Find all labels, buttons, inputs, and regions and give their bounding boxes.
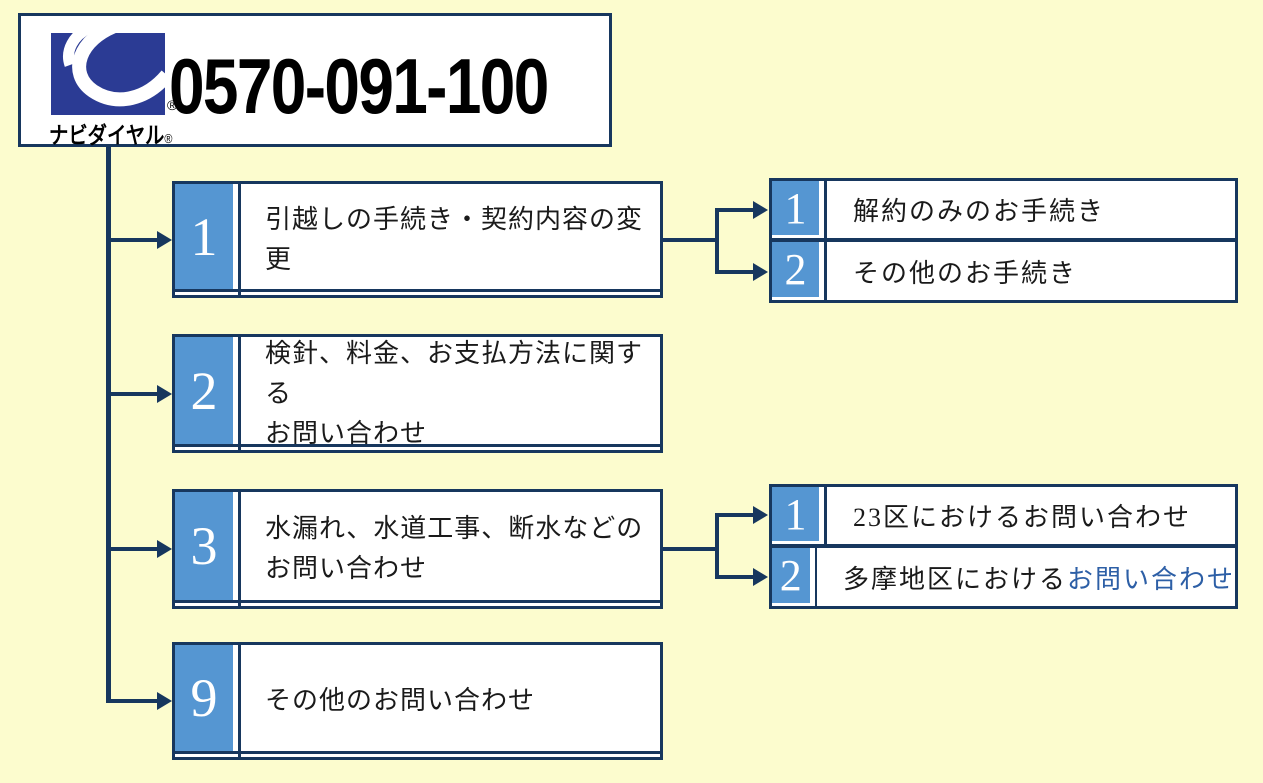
phone-number: 0570-091-100	[169, 42, 549, 130]
connector-branch-1	[108, 238, 159, 242]
submenu-3-2-key-badge: 2	[772, 548, 810, 603]
submenu-3-1-label: 23区におけるお問い合わせ	[853, 503, 1192, 532]
arrow-right-icon	[753, 568, 768, 586]
registered-mark: ®	[164, 131, 173, 146]
arrow-right-icon	[753, 506, 768, 524]
submenu-1-1-box: 1 解約のみのお手続き	[772, 181, 1235, 238]
submenu-3-2-box: 2 多摩地区におけるお問い合わせ	[772, 548, 1235, 606]
connector-1-split	[715, 208, 719, 274]
connector-trunk-line	[106, 147, 111, 703]
connector-branch-3	[108, 547, 159, 551]
submenu-3-1-key-badge: 1	[772, 487, 819, 541]
submenu-option-1-group: 1 解約のみのお手続き 2 その他のお手続き	[769, 178, 1238, 303]
cell-divider	[824, 487, 827, 544]
connector-3-split	[715, 513, 719, 579]
submenu-1-1-key-badge: 1	[772, 181, 819, 235]
menu-option-9-key-badge: 9	[175, 645, 233, 751]
arrow-right-icon	[753, 263, 768, 281]
menu-option-3-box: 3 水漏れ、水道工事、断水などの お問い合わせ	[172, 489, 663, 609]
arrow-right-icon	[753, 201, 768, 219]
menu-option-2-box: 2 検針、料金、お支払方法に関する お問い合わせ	[172, 334, 663, 453]
cell-divider	[824, 242, 827, 300]
navidial-logo-text: ナビダイヤル®	[49, 122, 173, 148]
arrow-right-icon	[157, 231, 172, 249]
connector-3-1-arm	[715, 513, 755, 517]
menu-option-9-label: その他のお問い合わせ	[265, 686, 536, 715]
submenu-option-3-group: 1 23区におけるお問い合わせ 2 多摩地区におけるお問い合わせ	[769, 484, 1238, 609]
menu-option-2-label-line1: 検針、料金、お支払方法に関する	[265, 338, 644, 408]
cell-divider	[238, 337, 241, 450]
menu-option-1-box: 1 引越しの手続き・契約内容の変更	[172, 181, 663, 298]
menu-option-3-key-badge: 3	[175, 492, 233, 600]
connector-3-out	[661, 547, 717, 551]
connector-1-2-arm	[715, 270, 755, 274]
connector-1-1-arm	[715, 208, 755, 212]
arrow-right-icon	[157, 385, 172, 403]
connector-branch-2	[108, 392, 159, 396]
menu-option-2-label-line2: お問い合わせ	[265, 418, 428, 448]
arrow-right-icon	[157, 692, 172, 710]
navidial-logo-icon	[51, 33, 165, 115]
menu-option-3-label-line2: お問い合わせ	[265, 554, 428, 583]
submenu-1-2-key-badge: 2	[772, 242, 819, 297]
cell-divider	[238, 492, 241, 606]
connector-3-2-arm	[715, 575, 755, 579]
menu-option-1-key-badge: 1	[175, 184, 233, 289]
row-divider	[772, 238, 1235, 242]
submenu-1-1-label: 解約のみのお手続き	[853, 197, 1106, 226]
connector-1-out	[661, 238, 717, 242]
menu-option-3-label-line1: 水漏れ、水道工事、断水などの	[265, 514, 644, 543]
cell-divider	[824, 181, 827, 238]
connector-branch-9	[108, 699, 159, 703]
submenu-3-1-box: 1 23区におけるお問い合わせ	[772, 487, 1235, 544]
submenu-1-2-label: その他のお手続き	[853, 258, 1078, 288]
menu-option-9-box: 9 その他のお問い合わせ	[172, 642, 663, 760]
arrow-right-icon	[157, 540, 172, 558]
submenu-3-2-label: 多摩地区における	[842, 564, 1067, 594]
menu-option-2-key-badge: 2	[175, 337, 233, 444]
cell-divider	[238, 184, 241, 295]
navidial-header: ® ナビダイヤル® 0570-091-100	[18, 13, 612, 148]
cell-divider	[814, 548, 817, 606]
registered-mark: ®	[167, 97, 178, 113]
cell-divider	[238, 645, 241, 757]
submenu-1-2-box: 2 その他のお手続き	[772, 242, 1235, 300]
tama-area-contact-link[interactable]: お問い合わせ	[1066, 564, 1235, 594]
row-divider	[772, 544, 1235, 548]
menu-option-1-label: 引越しの手続き・契約内容の変更	[265, 204, 644, 274]
